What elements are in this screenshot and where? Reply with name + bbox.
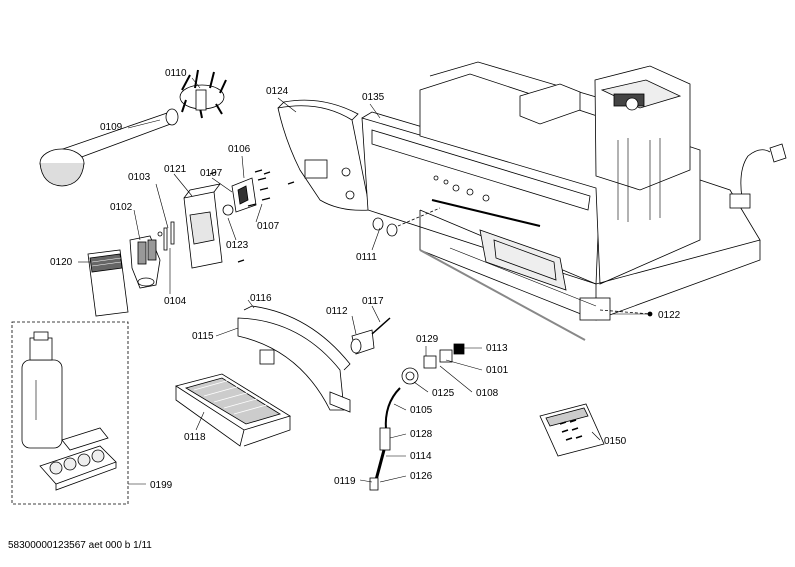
document-footer: 58300000123567 aet 000 b 1/11 <box>8 540 152 551</box>
label-0103: 0103 <box>128 172 151 183</box>
label-0111: 0111 <box>356 252 377 263</box>
label-0119: 0119 <box>334 476 356 487</box>
parts-bag-drawing <box>539 403 605 457</box>
label-0116: 0116 <box>250 293 272 304</box>
label-0199: 0199 <box>150 480 173 491</box>
control-unit-bracket-drawing <box>183 169 295 269</box>
label-0135: 0135 <box>362 92 385 103</box>
label-0107-upper: 0107 <box>200 168 223 179</box>
main-housing-drawing <box>361 61 761 341</box>
label-0124: 0124 <box>266 86 289 97</box>
tube-assembly-drawing <box>369 387 401 491</box>
label-0126: 0126 <box>410 471 433 482</box>
label-0109: 0109 <box>100 122 123 133</box>
label-0115: 0115 <box>192 331 214 342</box>
label-0123: 0123 <box>226 240 249 251</box>
label-0121: 0121 <box>164 164 187 175</box>
label-0110: 0110 <box>165 68 187 79</box>
label-0105: 0105 <box>410 405 433 416</box>
drip-tray-drawing <box>175 373 291 447</box>
power-cord-drawing <box>729 143 787 209</box>
arched-bracket-drawing <box>237 305 351 413</box>
label-0114: 0114 <box>410 451 432 462</box>
label-0120: 0120 <box>50 257 73 268</box>
label-0102: 0102 <box>110 202 133 213</box>
label-0117: 0117 <box>362 296 384 307</box>
label-0106: 0106 <box>228 144 251 155</box>
label-0122: 0122 <box>658 310 681 321</box>
label-0101: 0101 <box>486 365 509 376</box>
part-labels: 0110 0109 0124 0135 0106 0121 0107 0107 … <box>50 68 681 491</box>
label-0112: 0112 <box>326 306 348 317</box>
label-0128: 0128 <box>410 429 433 440</box>
label-0107-lower: 0107 <box>257 221 280 232</box>
label-0125: 0125 <box>432 388 455 399</box>
leader-lines <box>78 77 650 485</box>
cleaning-kit-drawing <box>11 321 129 505</box>
label-0129: 0129 <box>416 334 439 345</box>
pins-drawing <box>157 221 175 251</box>
valve-drawing <box>350 317 391 355</box>
connector-parts-drawing <box>401 343 465 385</box>
label-0118: 0118 <box>184 432 206 443</box>
measuring-spoon-drawing <box>39 108 179 187</box>
label-0150: 0150 <box>604 436 627 447</box>
label-0113: 0113 <box>486 343 508 354</box>
label-0104: 0104 <box>164 296 187 307</box>
stirrer-drawing <box>179 69 227 119</box>
knobs-drawing <box>372 207 441 237</box>
label-0108: 0108 <box>476 388 499 399</box>
grille-cover-drawing <box>87 249 129 317</box>
coffee-outlet-drawing <box>129 235 161 289</box>
front-cover-panel-drawing <box>277 99 371 211</box>
